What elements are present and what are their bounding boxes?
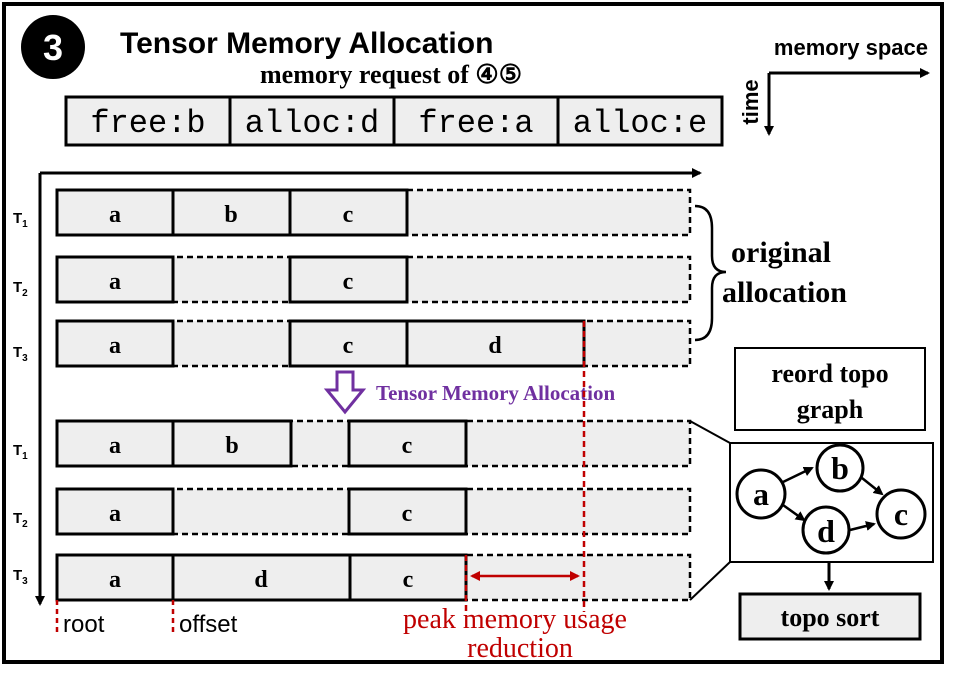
block-c-label: c	[402, 433, 413, 459]
diagram-title: Tensor Memory Allocation	[120, 27, 493, 60]
diagram-subtitle: memory request of ④⑤	[260, 60, 522, 89]
graph-node-c	[875, 488, 927, 540]
time-label-t1: T1	[13, 442, 28, 462]
transition-arrow	[323, 370, 367, 415]
original-label-line2: allocation	[722, 276, 847, 309]
block-a	[55, 419, 175, 468]
transition-label: Tensor Memory Allocation	[376, 381, 615, 405]
step-badge-number: 3	[43, 27, 63, 68]
block-a-label: a	[109, 269, 121, 295]
block-d-label: d	[254, 567, 268, 593]
block-c-label: c	[403, 567, 414, 593]
original-brace	[694, 204, 727, 342]
time-label-t2: T2	[13, 510, 28, 530]
block-b	[171, 419, 293, 468]
block-c-label: c	[343, 269, 354, 295]
original-row-t3: T3 a c d	[13, 319, 692, 368]
block-b-label: b	[224, 202, 237, 228]
block-d-label: d	[488, 333, 502, 359]
optimized-row-t1: T1 a b c	[13, 419, 692, 468]
block-c-label: c	[402, 501, 413, 527]
block-a-label: a	[109, 501, 121, 527]
time-label-t1: T1	[13, 210, 28, 230]
request-alloc-e: alloc:e	[573, 105, 707, 142]
time-label: time	[738, 79, 763, 124]
step-badge	[21, 15, 85, 79]
block-a-label: a	[109, 567, 121, 593]
optimized-row-t3: T3 a d c	[13, 553, 692, 602]
graph-node-d-label: d	[817, 513, 835, 549]
original-label-line1: original	[731, 236, 831, 269]
reduction-label-line2: reduction	[467, 633, 573, 664]
request-free-a: free:a	[418, 105, 533, 142]
block-c	[347, 487, 468, 536]
reord-topo-line2: graph	[797, 395, 864, 424]
zoom-line-top	[689, 420, 731, 444]
edge-d-c	[849, 521, 876, 532]
block-c-label: c	[343, 333, 354, 359]
block-a	[55, 553, 175, 602]
memory-space-label: memory space	[774, 35, 928, 60]
block-a	[55, 255, 175, 304]
graph-node-a-label: a	[753, 476, 769, 512]
zoom-line-bottom	[689, 561, 731, 601]
original-row-t1: T1 a b c	[13, 188, 692, 237]
graph-node-c-label: c	[894, 496, 908, 532]
block-c-label: c	[343, 202, 354, 228]
offset-label: offset	[179, 611, 238, 638]
block-b	[171, 188, 292, 237]
request-alloc-d: alloc:d	[245, 105, 379, 142]
graph-node-b	[815, 443, 865, 493]
block-a	[55, 188, 175, 237]
edge-a-b	[782, 466, 814, 484]
topo-sort-label: topo sort	[781, 603, 880, 632]
time-label-t3: T3	[13, 567, 28, 587]
block-c	[288, 255, 409, 304]
block-a-label: a	[109, 333, 121, 359]
graph-node-a	[735, 468, 787, 520]
time-label-t2: T2	[13, 279, 28, 299]
block-a-label: a	[109, 433, 121, 459]
reord-topo-graph-box	[734, 347, 926, 431]
edge-a-d	[782, 503, 806, 522]
root-label: root	[63, 611, 105, 638]
block-c	[288, 319, 409, 368]
block-d	[405, 319, 586, 368]
block-a-label: a	[109, 202, 121, 228]
time-label-t3: T3	[13, 344, 28, 364]
original-row-t2: T2 a c	[13, 255, 692, 304]
edge-b-c	[861, 477, 884, 496]
graph-node-d	[801, 505, 851, 555]
block-a	[55, 319, 175, 368]
block-b-label: b	[225, 433, 238, 459]
block-a	[55, 487, 175, 536]
optimized-row-t2: T2 a c	[13, 487, 692, 536]
block-c	[348, 553, 468, 602]
topo-sort-box	[738, 592, 922, 641]
block-c	[347, 419, 468, 468]
reord-topo-line1: reord topo	[771, 359, 888, 388]
request-free-b: free:b	[90, 105, 205, 142]
reduction-label-line1: peak memory usage	[403, 604, 627, 635]
graph-node-b-label: b	[831, 450, 849, 486]
block-c	[288, 188, 409, 237]
